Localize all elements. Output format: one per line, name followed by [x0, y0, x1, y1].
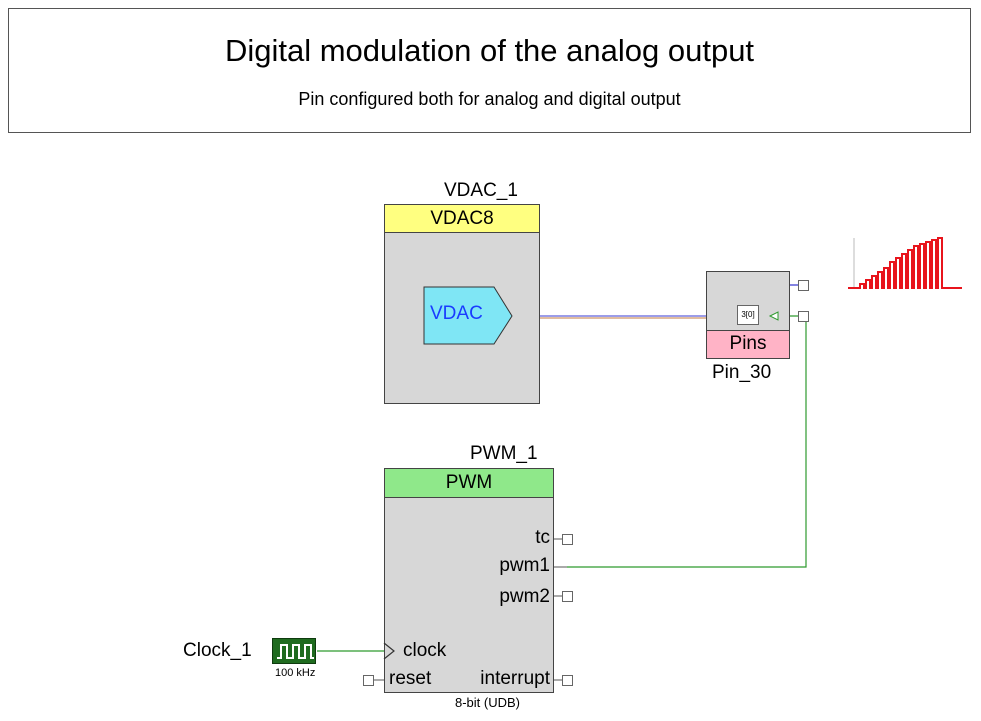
pwm-interrupt-label: interrupt	[480, 668, 550, 689]
clock-instance-label: Clock_1	[183, 640, 252, 661]
pwm-pwm2-label: pwm2	[499, 586, 550, 607]
pwm-tc-terminal[interactable]	[562, 534, 573, 545]
page-subtitle: Pin configured both for analog and digit…	[298, 89, 681, 109]
pwm-footer-label: 8-bit (UDB)	[455, 695, 521, 710]
vdac-symbol-label: VDAC	[430, 303, 483, 324]
pin-port-label: 3[0]	[741, 310, 755, 319]
pwm-clock-label: clock	[403, 640, 447, 661]
title-box: Digital modulation of the analog output …	[8, 8, 971, 133]
pwm-reset-label: reset	[389, 668, 432, 689]
pwm-pwm1-label: pwm1	[499, 555, 550, 576]
pwm-component[interactable]: PWM	[384, 468, 554, 693]
pwm-interrupt-terminal[interactable]	[562, 675, 573, 686]
pin-analog-terminal[interactable]	[798, 280, 809, 291]
pin-port-box: 3[0]	[737, 305, 759, 325]
pwm-pwm2-terminal[interactable]	[562, 591, 573, 602]
pin-digital-terminal[interactable]	[798, 311, 809, 322]
pwm-header: PWM	[385, 469, 553, 498]
pwm-tc-label: tc	[535, 527, 550, 548]
vdac-instance-label: VDAC_1	[444, 180, 518, 201]
pins-header: Pins	[707, 330, 789, 358]
page-title: Digital modulation of the analog output	[224, 33, 755, 68]
clock-frequency-label: 100 kHz	[275, 667, 316, 679]
clock-component[interactable]	[272, 638, 316, 664]
pwm-reset-terminal[interactable]	[363, 675, 374, 686]
pwm-instance-label: PWM_1	[470, 443, 538, 464]
pins-instance-label: Pin_30	[712, 362, 772, 383]
clock-waveform-icon	[277, 644, 314, 659]
vdac-header: VDAC8	[385, 205, 539, 233]
